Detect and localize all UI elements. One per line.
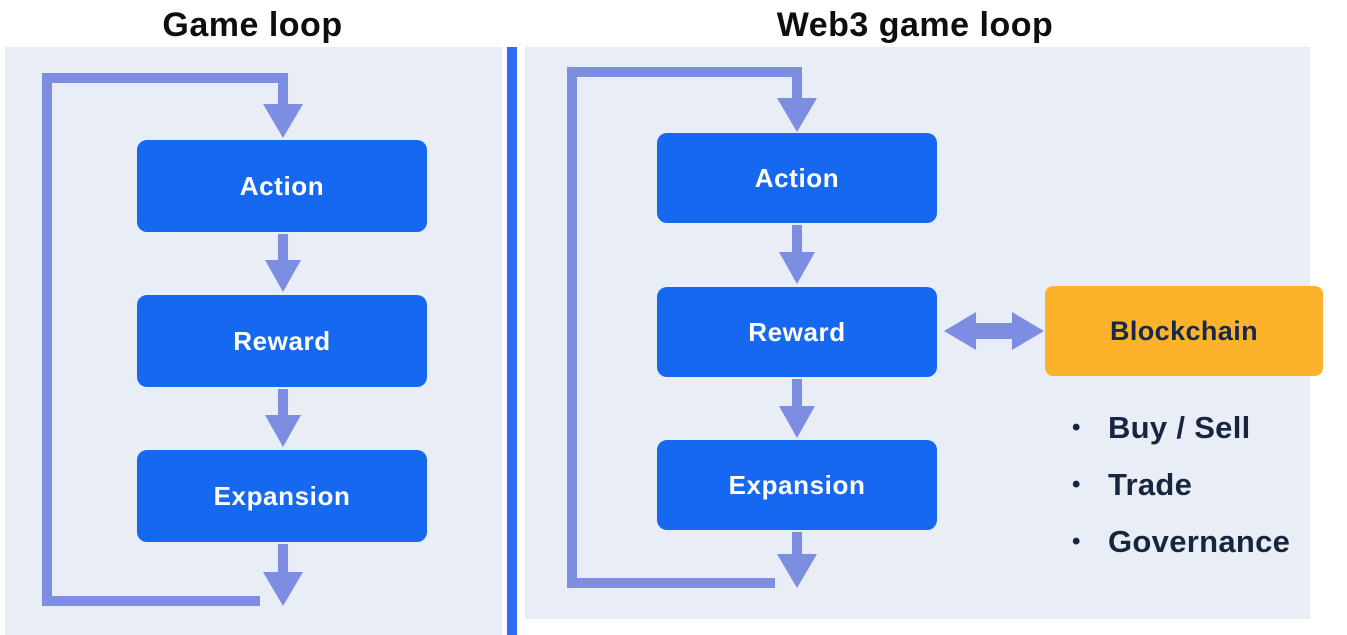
flow-box-expansion-right: Expansion bbox=[657, 440, 937, 530]
flow-box-expansion-left: Expansion bbox=[137, 450, 427, 542]
bullet-item-governance: • Governance bbox=[1062, 518, 1342, 566]
flow-box-reward-right: Reward bbox=[657, 287, 937, 377]
bullet-label: Buy / Sell bbox=[1108, 410, 1251, 445]
right-diagram-title: Web3 game loop bbox=[776, 6, 1054, 44]
flow-box-action-right: Action bbox=[657, 133, 937, 223]
flow-box-reward-left: Reward bbox=[137, 295, 427, 387]
bullet-item-trade: • Trade bbox=[1062, 461, 1342, 509]
bullet-dot-icon: • bbox=[1072, 528, 1081, 555]
bullet-label: Trade bbox=[1108, 467, 1193, 502]
bullet-dot-icon: • bbox=[1072, 414, 1081, 441]
flow-box-action-left: Action bbox=[137, 140, 427, 232]
bullet-dot-icon: • bbox=[1072, 471, 1081, 498]
left-diagram-title: Game loop bbox=[162, 6, 343, 44]
blockchain-box: Blockchain bbox=[1045, 286, 1323, 376]
bullet-label: Governance bbox=[1108, 524, 1291, 559]
vertical-divider bbox=[507, 47, 517, 635]
bullet-item-buy-sell: • Buy / Sell bbox=[1062, 404, 1342, 452]
